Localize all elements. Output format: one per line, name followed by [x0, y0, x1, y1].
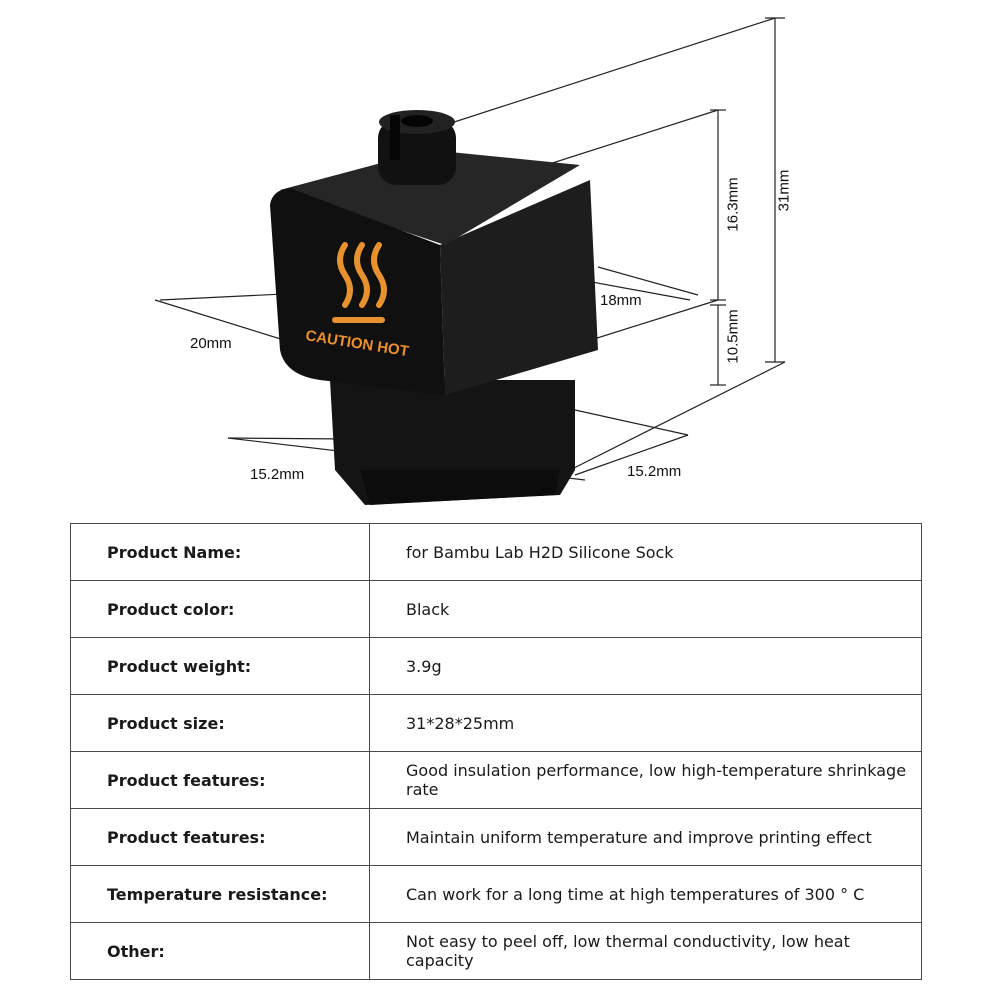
product-spec-table: Product Name:for Bambu Lab H2D Silicone …: [70, 523, 922, 980]
dimension-label-height-total: 31mm: [775, 169, 793, 212]
spec-label: Product features:: [70, 808, 370, 866]
spec-value: Not easy to peel off, low thermal conduc…: [369, 922, 922, 980]
spec-label: Product weight:: [70, 637, 370, 695]
dimension-label-width: 20mm: [190, 335, 232, 352]
product-dimension-figure: CAUTION HOT 31mm 16.3mm 10.5mm 18mm 20mm…: [154, 17, 793, 505]
spec-value: 3.9g: [369, 637, 922, 695]
spec-label: Product size:: [70, 694, 370, 752]
spec-value: Good insulation performance, low high-te…: [369, 751, 922, 809]
spec-label: Product color:: [70, 580, 370, 638]
spec-label: Product features:: [70, 751, 370, 809]
silicone-sock-illustration: CAUTION HOT: [154, 17, 786, 505]
spec-row: Product features:Maintain uniform temper…: [70, 808, 922, 866]
spec-value: Black: [369, 580, 922, 638]
dimension-label-depth: 18mm: [600, 292, 642, 309]
spec-value: for Bambu Lab H2D Silicone Sock: [369, 523, 922, 581]
spec-label: Other:: [70, 922, 370, 980]
heat-warning-icon: [332, 242, 387, 323]
spec-row: Product size:31*28*25mm: [70, 694, 922, 752]
spec-row: Product color:Black: [70, 580, 922, 638]
spec-row: Product weight:3.9g: [70, 637, 922, 695]
spec-row: Other:Not easy to peel off, low thermal …: [70, 922, 922, 980]
spec-row: Temperature resistance:Can work for a lo…: [70, 865, 922, 923]
spec-row: Product features:Good insulation perform…: [70, 751, 922, 809]
silicone-sock-body: [270, 110, 598, 505]
dimension-label-bottom-width: 15.2mm: [250, 466, 305, 483]
spec-value: Can work for a long time at high tempera…: [369, 865, 922, 923]
spec-table-body: Product Name:for Bambu Lab H2D Silicone …: [70, 523, 922, 980]
spec-label: Temperature resistance:: [70, 865, 370, 923]
spec-row: Product Name:for Bambu Lab H2D Silicone …: [70, 523, 922, 581]
spec-value: Maintain uniform temperature and improve…: [369, 808, 922, 866]
spec-value: 31*28*25mm: [369, 694, 922, 752]
dimension-label-bottom-depth: 15.2mm: [627, 463, 682, 480]
dimension-label-upper-height: 16.3mm: [724, 177, 742, 232]
spec-label: Product Name:: [70, 523, 370, 581]
dimension-label-lower-height: 10.5mm: [724, 309, 742, 364]
